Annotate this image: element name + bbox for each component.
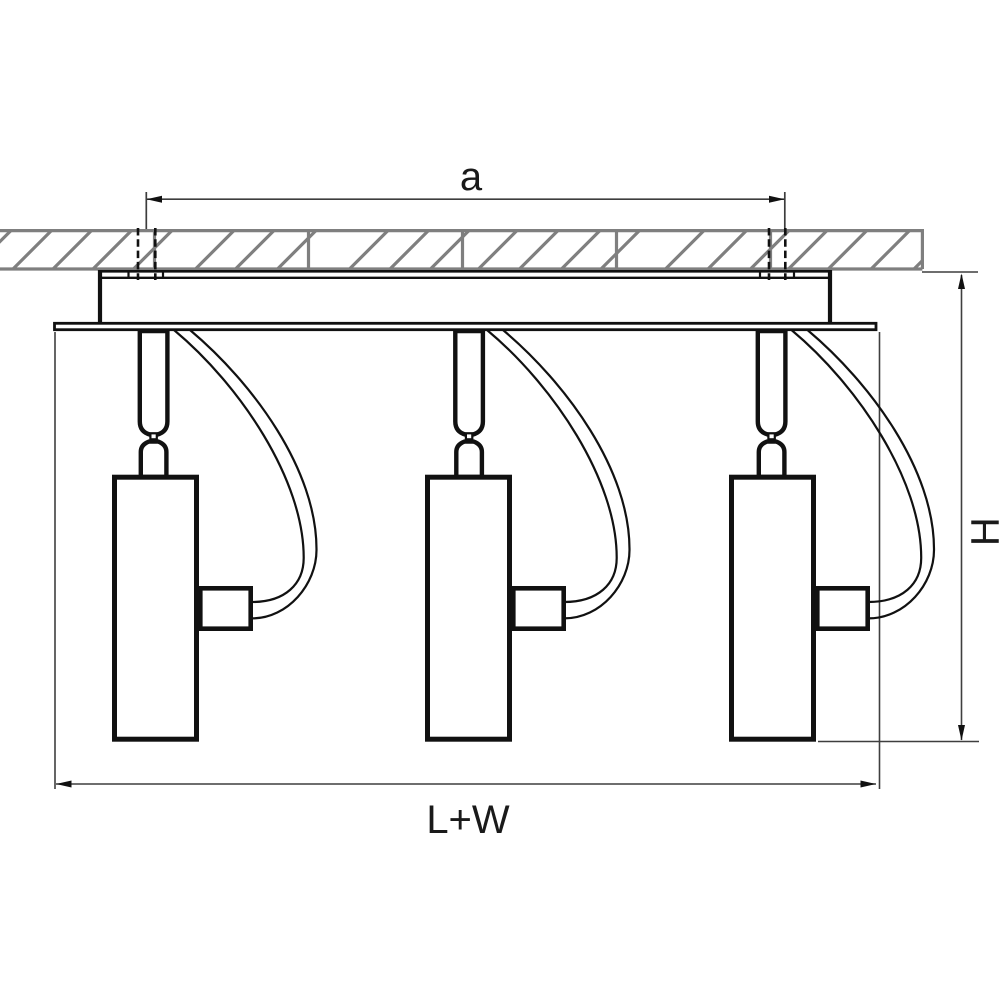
svg-text:L+W: L+W <box>426 798 510 842</box>
svg-text:H: H <box>964 517 1000 546</box>
svg-text:a: a <box>460 155 483 199</box>
